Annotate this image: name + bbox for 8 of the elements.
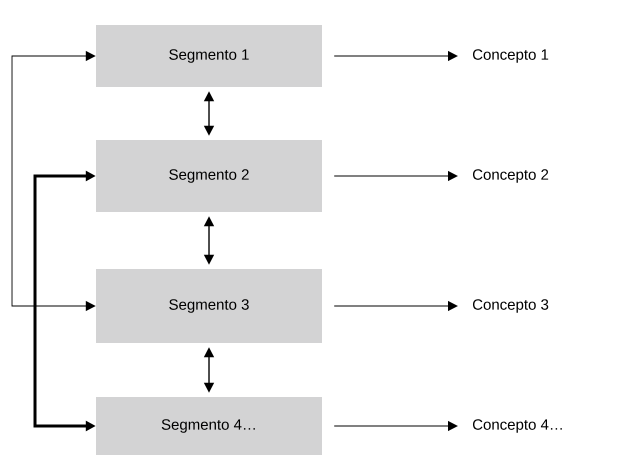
concept-label: Concepto 2	[472, 169, 548, 183]
concept-label: Concepto 4…	[472, 419, 562, 433]
concept-label: Concepto 3	[472, 299, 548, 313]
segment-box: Segmento 2	[96, 140, 322, 212]
segment-box: Segmento 3	[96, 269, 322, 343]
concept-label: Concepto 1	[472, 49, 548, 63]
segment-box: Segmento 1	[96, 25, 322, 87]
segment-box: Segmento 4…	[96, 397, 322, 455]
